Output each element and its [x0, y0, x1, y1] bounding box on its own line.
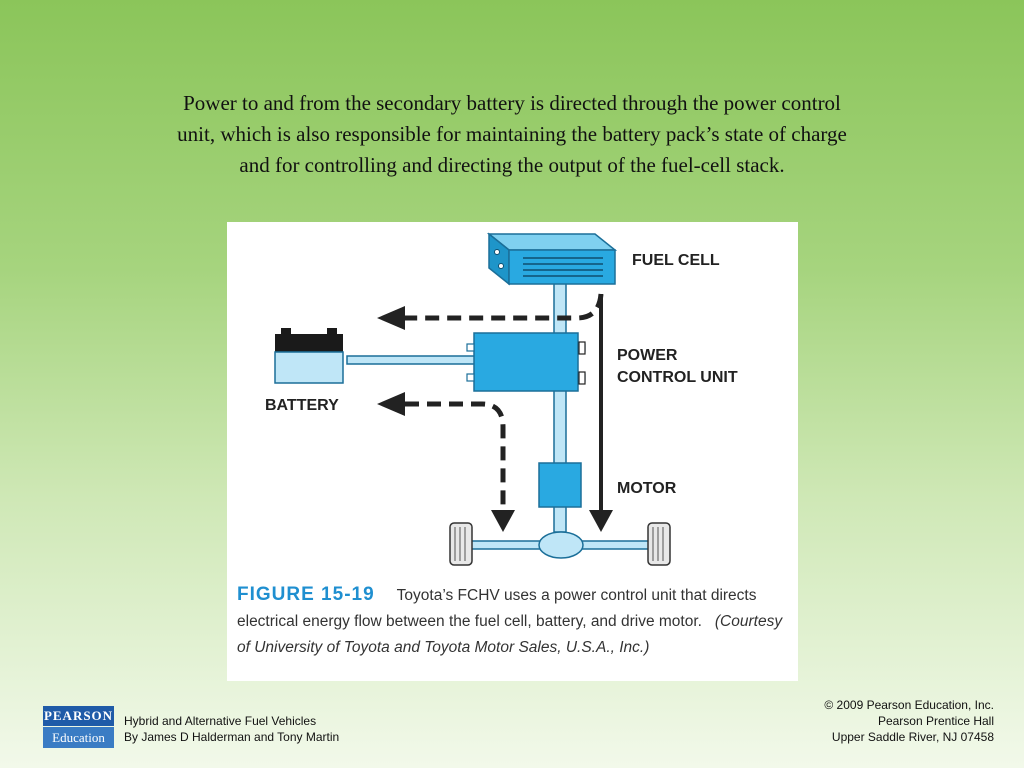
arrowhead-down-right [589, 510, 613, 532]
battery-unit [274, 328, 344, 384]
dashed-arrow-top [405, 293, 604, 321]
figure-caption-line-2: electrical energy flow between the fuel … [237, 609, 792, 635]
dashed-arrow-lower [405, 401, 506, 510]
arrowhead-top-left [377, 306, 405, 330]
figure-caption: FIGURE 15-19 Toyota’s FCHV uses a power c… [237, 582, 792, 661]
logo-bottom: Education [43, 727, 114, 748]
fuel-cell-unit [486, 232, 618, 286]
label-battery: BATTERY [265, 397, 339, 414]
right-wheel [647, 522, 671, 566]
powertrain-diagram: FUEL CELL POWER CONTROL UNIT BATTERY MOT… [265, 232, 738, 566]
slide-caption: Power to and from the secondary battery … [90, 88, 934, 181]
figure-number: FIGURE 15-19 [237, 584, 375, 605]
caption-line-3: and for controlling and directing the ou… [239, 153, 785, 177]
caption-line-1: Power to and from the secondary battery … [183, 91, 841, 115]
motor-unit [538, 462, 582, 508]
label-motor: MOTOR [617, 480, 677, 497]
figure-caption-line-1: FIGURE 15-19 Toyota’s FCHV uses a power c… [237, 582, 792, 609]
pearson-logo: PEARSON Education [43, 706, 114, 748]
power-control-unit [466, 332, 586, 392]
label-power: POWER [617, 347, 678, 364]
differential [538, 531, 584, 559]
copyright-line-3: Upper Saddle River, NJ 07458 [831, 730, 994, 744]
figure-caption-line-3: of University of Toyota and Toyota Motor… [237, 639, 650, 656]
caption-line-2: unit, which is also responsible for main… [177, 122, 847, 146]
figure-caption-text-2: electrical energy flow between the fuel … [237, 613, 702, 630]
arrowhead-down-left [491, 510, 515, 532]
logo-top: PEARSON [43, 706, 114, 726]
figure-caption-text-1: Toyota’s FCHV uses a power control unit … [396, 587, 757, 604]
label-control-unit: CONTROL UNIT [617, 369, 738, 386]
battery-link [346, 355, 478, 365]
arrowhead-battery-left [377, 392, 405, 416]
left-wheel [449, 522, 473, 566]
book-title: Hybrid and Alternative Fuel Vehicles [124, 714, 317, 728]
copyright-line-1: © 2009 Pearson Education, Inc. [824, 698, 994, 712]
book-authors: By James D Halderman and Tony Martin [124, 730, 340, 744]
label-fuel-cell: FUEL CELL [632, 252, 720, 269]
copyright-block: © 2009 Pearson Education, Inc. Pearson P… [824, 697, 994, 745]
figure-panel: FUEL CELL POWER CONTROL UNIT BATTERY MOT… [227, 222, 798, 681]
figure-caption-courtesy: (Courtesy [714, 613, 783, 630]
copyright-line-2: Pearson Prentice Hall [877, 714, 994, 728]
book-info: Hybrid and Alternative Fuel Vehicles By … [124, 713, 339, 745]
